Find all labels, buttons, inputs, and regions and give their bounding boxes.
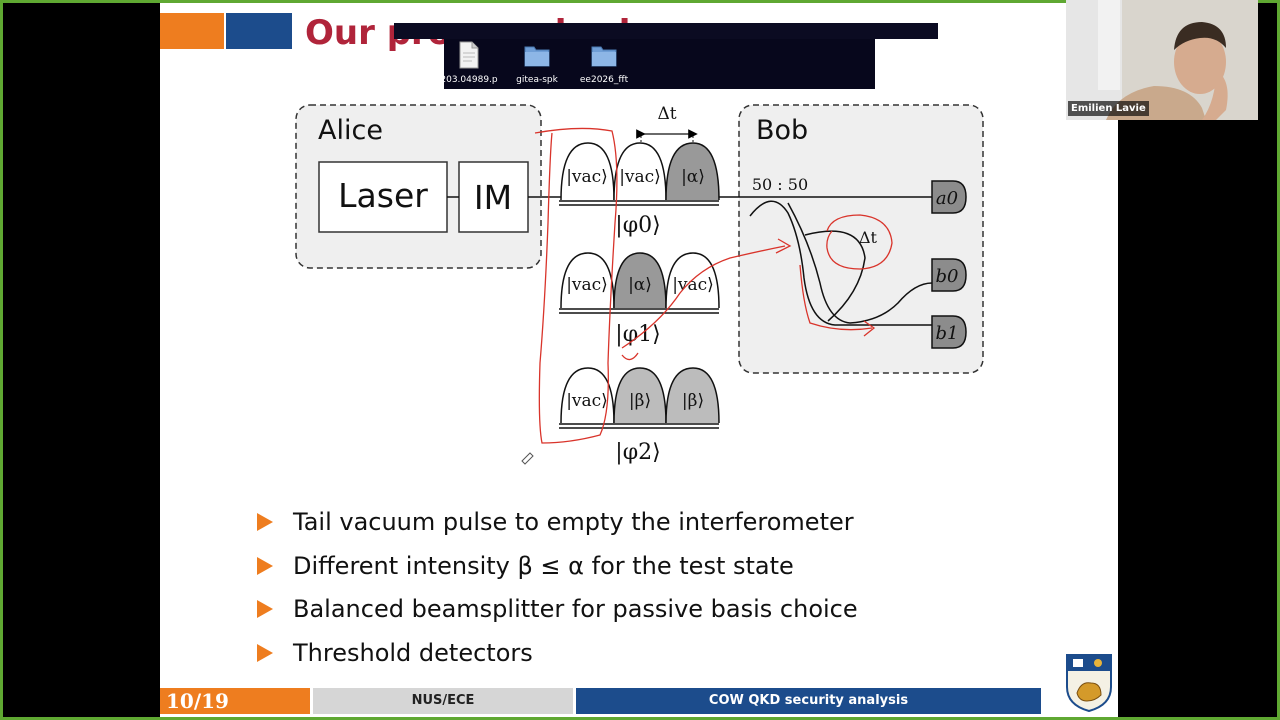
bullet-list: Tail vacuum pulse to empty the interfero…: [257, 501, 858, 675]
bob-short-arm: [749, 200, 932, 326]
bob-box: [738, 104, 984, 374]
svg-text:b1: b1: [936, 323, 959, 344]
bullet-item: Different intensity β ≤ α for the test s…: [257, 545, 858, 589]
desktop-icon-folder-ee2026[interactable]: ee2026_fft: [569, 41, 639, 85]
svg-text:|α⟩: |α⟩: [628, 275, 652, 295]
footer-affiliation: NUS/ECE: [313, 688, 573, 714]
folder-icon: [591, 46, 617, 67]
detector-b0: b0: [931, 258, 967, 292]
im-box: [458, 161, 529, 233]
svg-text:|vac⟩: |vac⟩: [672, 275, 714, 295]
participant-name: Emilien Lavie: [1068, 101, 1149, 116]
bob-label: Bob: [756, 115, 808, 146]
svg-text:|vac⟩: |vac⟩: [566, 391, 608, 411]
delta-t-label: Δt: [657, 104, 676, 124]
bob-interferometer-arm: [787, 202, 933, 324]
screen-overlay-bar: [394, 23, 938, 39]
svg-text:|α⟩: |α⟩: [681, 167, 705, 187]
bullet-item: Threshold detectors: [257, 632, 858, 676]
bullet-item: Tail vacuum pulse to empty the interfero…: [257, 501, 858, 545]
pulse-train-phi2: |vac⟩ |β⟩ |β⟩ |φ2⟩: [559, 367, 720, 465]
slide-footer: 10/19 NUS/ECE COW QKD security analysis: [160, 688, 1118, 714]
bullet-item: Balanced beamsplitter for passive basis …: [257, 588, 858, 632]
folder-icon: [524, 46, 550, 67]
header-orange-block: [160, 13, 224, 49]
page-number: 10/19: [160, 688, 310, 714]
presentation-slide: Our proposed scheme 203.04989.p gitea-sp…: [160, 3, 1118, 717]
detector-b1: b1: [931, 315, 967, 349]
svg-text:|β⟩: |β⟩: [682, 391, 704, 411]
bullet-triangle-icon: [257, 600, 273, 618]
participant-video[interactable]: Emilien Lavie: [1066, 0, 1258, 120]
laser-label: Laser: [338, 176, 428, 215]
pen-annotations: [534, 127, 893, 444]
bullet-triangle-icon: [257, 556, 273, 575]
desktop-icon-label: ee2026_fft: [579, 75, 629, 85]
svg-text:b0: b0: [936, 266, 959, 287]
header-blue-block: [226, 13, 292, 49]
desktop-icon-folder-gitea[interactable]: gitea-spk: [502, 41, 572, 85]
svg-text:|vac⟩: |vac⟩: [566, 167, 608, 187]
bullet-triangle-icon: [257, 643, 273, 662]
state-label-phi1: |φ1⟩: [615, 322, 660, 347]
desktop-icon-label: 203.04989.p: [440, 75, 498, 85]
desktop-icon-pdf[interactable]: 203.04989.p: [434, 41, 504, 85]
desktop-overlay: 203.04989.p gitea-spk ee2026_fft: [440, 39, 875, 89]
svg-text:|vac⟩: |vac⟩: [619, 167, 661, 187]
bob-delta-t-label: Δt: [859, 228, 878, 247]
state-label-phi0: |φ0⟩: [615, 213, 660, 238]
desktop-icon-label: gitea-spk: [516, 75, 558, 85]
svg-text:|β⟩: |β⟩: [629, 391, 651, 411]
bullet-triangle-icon: [257, 513, 273, 531]
detector-a0: a0: [931, 180, 967, 214]
university-crest-icon: [1066, 654, 1112, 713]
laser-box: [318, 161, 448, 233]
cow-qkd-diagram: Alice Laser IM Bob |vac⟩ |vac⟩ |α⟩ |φ0⟩ …: [295, 104, 984, 465]
pdf-file-icon: [459, 41, 479, 69]
participant-avatar: [1066, 0, 1258, 120]
state-label-phi2: |φ2⟩: [615, 440, 660, 465]
svg-text:a0: a0: [936, 188, 958, 209]
pen-cursor-icon: [521, 452, 534, 465]
pulse-train-phi1: |vac⟩ |α⟩ |vac⟩ |φ1⟩: [559, 252, 720, 347]
alice-label: Alice: [318, 115, 383, 146]
im-label: IM: [474, 178, 512, 217]
footer-talk-title: COW QKD security analysis: [576, 688, 1041, 714]
svg-text:|vac⟩: |vac⟩: [566, 275, 608, 295]
beamsplitter-label: 50 : 50: [752, 175, 808, 194]
pulse-train-phi0: |vac⟩ |vac⟩ |α⟩ |φ0⟩: [559, 142, 720, 238]
